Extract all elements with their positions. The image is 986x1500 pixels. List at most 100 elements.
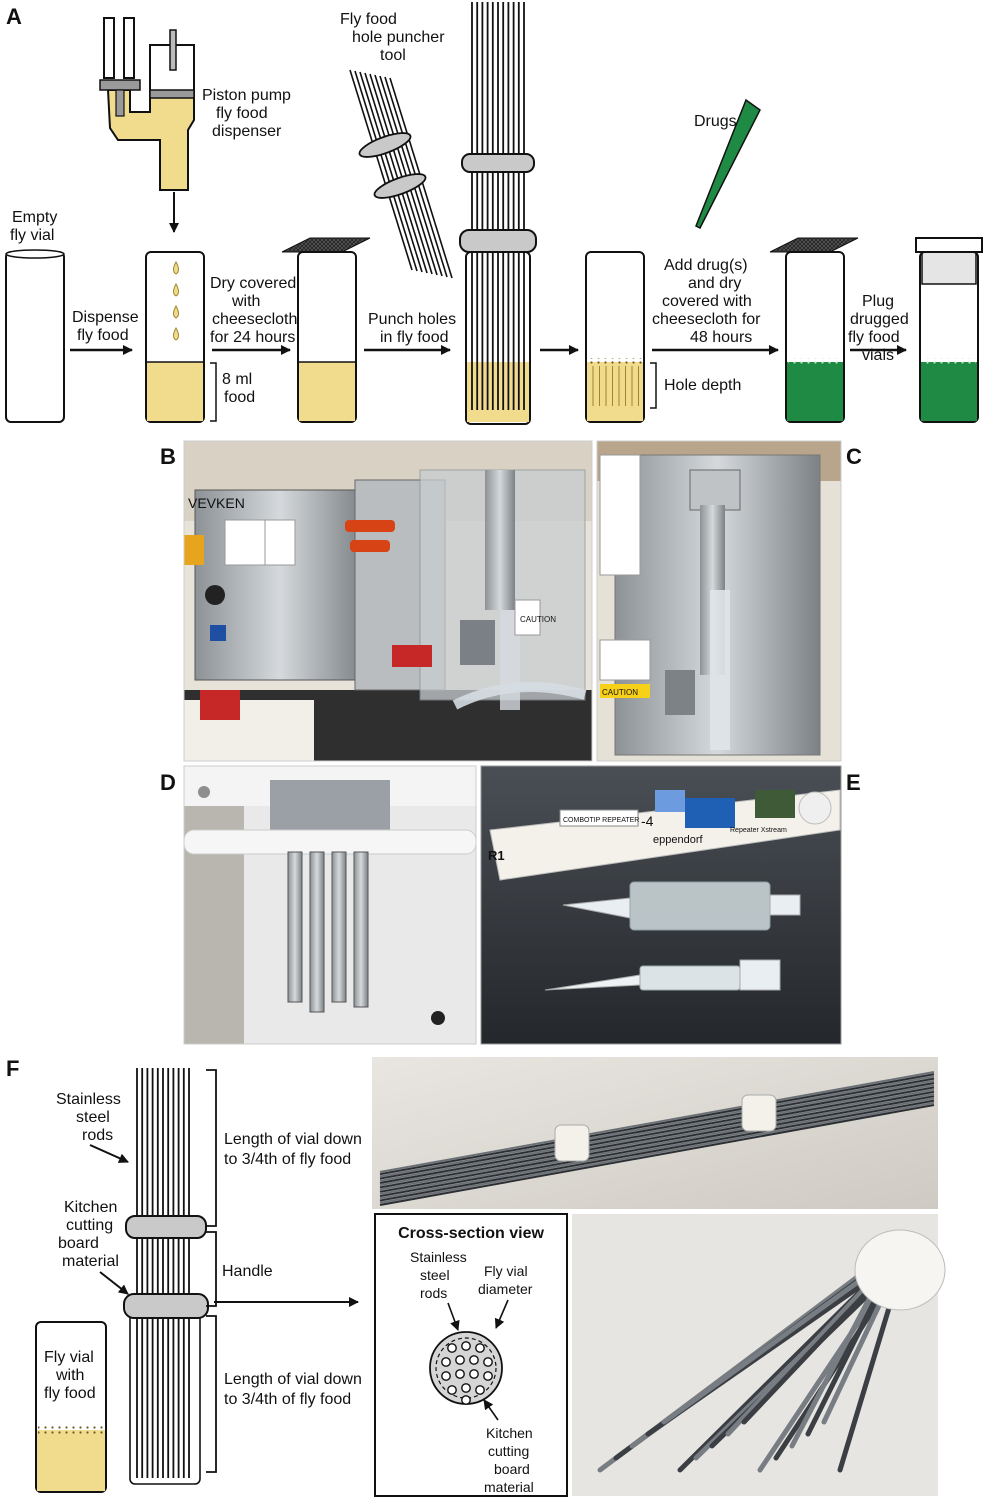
vial-with-food-dispensing [145, 251, 217, 423]
hole-depth-label: Hole depth [664, 377, 741, 394]
closeup-rod [661, 1263, 883, 1425]
photo-c-dispenser-side: CAUTION [596, 440, 842, 762]
vial-with-holes [585, 251, 657, 423]
puncher-label: Fly food hole puncher tool [340, 11, 449, 64]
panel-label-e: E [846, 770, 861, 795]
food-volume-label: 8 ml food [222, 371, 257, 406]
cross-rod-dot [447, 1343, 457, 1353]
bench-rod [379, 1079, 935, 1182]
bench-rod [379, 1093, 935, 1195]
photo-f-rods-bundle [372, 1057, 938, 1209]
drug-pipette-tip [695, 98, 761, 230]
bench-rod [379, 1071, 935, 1173]
bench-rod [379, 1104, 935, 1206]
photo-e-combotip-text: COMBOTIP REPEATER [563, 817, 639, 824]
cross-rod-dot [441, 1371, 451, 1381]
photo-e-r1-text: R1 [488, 848, 505, 863]
puncher-ring [373, 173, 427, 199]
length-top-label: Length of vial down to 3/4th of fly food [224, 1131, 366, 1168]
plugged-drugged-vial [915, 237, 983, 423]
empty-vial-label: Empty fly vial [10, 209, 62, 244]
vial-covered-cheesecloth [281, 237, 371, 423]
plug-label: Plug drugged fly food vials [848, 293, 913, 364]
cross-rod-dot [461, 1383, 471, 1393]
panel-label-c: C [846, 444, 862, 469]
pump-label: Piston pump fly food dispenser [202, 87, 295, 140]
cross-rod-dot [483, 1371, 493, 1381]
rods-label: Stainless steel rods [56, 1091, 125, 1144]
panel-a: A Piston pump fly food dispenser Empty f… [5, 2, 983, 425]
closeup-rod [837, 1275, 901, 1473]
bench-rod [379, 1097, 935, 1200]
photo-e-brand-text: eppendorf [653, 834, 703, 846]
cross-rods-label: Stainless steel rods [410, 1249, 471, 1301]
cutting-board-ring [123, 1293, 209, 1319]
puncher-rod [359, 71, 423, 273]
punch-label: Punch holes in fly food [368, 311, 461, 346]
cross-rod-dot [447, 1385, 457, 1395]
puncher-ring [358, 132, 412, 158]
cross-rod-dot [455, 1369, 465, 1379]
puncher-ring [459, 229, 537, 253]
bench-rod [379, 1088, 935, 1191]
closeup-rod [741, 1269, 889, 1425]
drugs-label: Drugs [694, 113, 737, 130]
photo-e-step-text: -4 [641, 813, 654, 829]
panel-f: F Stainless steel rods Kitchen cutting b… [6, 1056, 946, 1497]
photo-b-caution-text: CAUTION [520, 615, 556, 624]
bench-rod [379, 1095, 935, 1198]
bench-rod [379, 1084, 935, 1187]
panel-label-f: F [6, 1056, 19, 1081]
cross-board-label: Kitchen cutting board material [484, 1425, 537, 1495]
puncher-rod [349, 69, 413, 271]
cross-rod-dot [441, 1357, 451, 1367]
bench-rod [379, 1101, 935, 1204]
panel-label-b: B [160, 444, 176, 469]
puncher-tool-diagram [123, 1068, 209, 1485]
bench-rod [379, 1075, 935, 1178]
drugged-vial-covered [769, 237, 859, 423]
cross-rod-dot [469, 1369, 479, 1379]
bench-rod [379, 1090, 935, 1193]
bench-rod [379, 1073, 935, 1176]
closeup-rod [805, 1275, 889, 1437]
panel-label-a: A [6, 4, 22, 29]
cross-rod-dot [461, 1395, 471, 1405]
cross-rod-dot [483, 1357, 493, 1367]
bench-rod [379, 1082, 935, 1184]
add-drug-label: Add drug(s) and dry covered with cheesec… [652, 257, 765, 346]
bench-rod [379, 1086, 935, 1189]
photo-e-model-text: Repeater Xstream [730, 827, 787, 834]
photo-b-brand-text: VEVKEN [188, 495, 245, 511]
piston-pump-illustration [99, 17, 195, 233]
cross-rod-dot [475, 1343, 485, 1353]
photo-c-caution-text: CAUTION [602, 688, 638, 697]
photo-e-repeater-pipette: COMBOTIP REPEATER -4 R1 eppendorf Repeat… [480, 765, 842, 1045]
cross-rod-dot [469, 1355, 479, 1365]
cross-rod-dot [461, 1341, 471, 1351]
photo-b-dispenser-machine: VEVKEN CAUTION [183, 440, 593, 762]
cross-section-title: Cross-section view [398, 1225, 544, 1242]
board-label: Kitchen cutting board material [58, 1199, 122, 1270]
puncher-in-vial [459, 2, 537, 425]
fly-vial-with-food [35, 1321, 107, 1493]
dry-label: Dry covered with cheesecloth for 24 hour… [210, 275, 302, 346]
hole-puncher-tool-tilted [349, 69, 453, 279]
empty-vial [5, 249, 65, 423]
closeup-rod [725, 1269, 883, 1437]
cross-rod-dot [475, 1385, 485, 1395]
length-bottom-label: Length of vial down to 3/4th of fly food [224, 1371, 366, 1408]
photo-f-rods-closeup [572, 1214, 946, 1496]
handle-label: Handle [222, 1263, 273, 1280]
puncher-ring [461, 153, 535, 173]
bench-rod [379, 1077, 935, 1180]
panel-label-d: D [160, 770, 176, 795]
dispense-label: Dispense fly food [72, 309, 143, 344]
photo-d-puncher-rods [183, 765, 477, 1045]
puncher-rod [369, 73, 433, 275]
cross-section-box: Cross-section view Stainless steel rods … [374, 1213, 568, 1497]
vial-label: Fly vial with fly food [44, 1349, 98, 1402]
cross-rod-dot [455, 1355, 465, 1365]
puncher-rod [364, 72, 428, 274]
cross-diameter-label: Fly vial diameter [478, 1263, 533, 1297]
